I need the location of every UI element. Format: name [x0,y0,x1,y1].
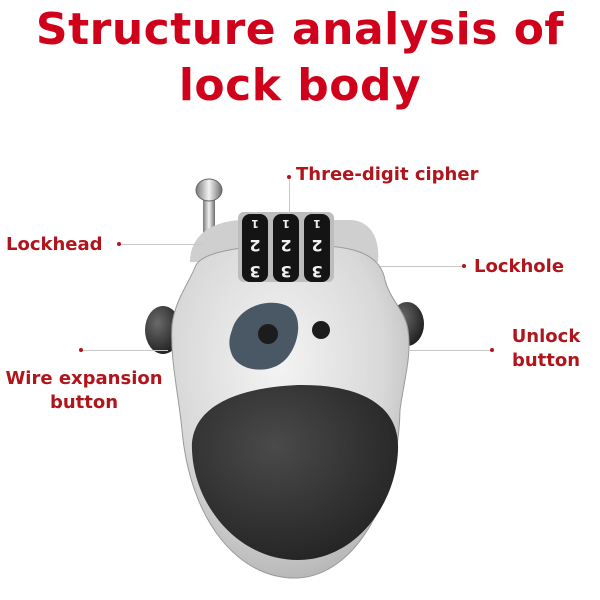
dial-3-digit-2: 2 [311,236,322,255]
lockhole-eye-left [258,324,278,344]
label-wire-expansion-line-1: Wire expansion [5,368,163,389]
label-unlock-button: Unlock button [496,325,596,373]
label-wire-expansion-button: Wire expansion button [0,367,168,415]
wire-opening [191,384,399,560]
leader-dot-lockhead [117,242,121,246]
leader-lockhole [380,266,464,267]
dial-3-digit-3: 3 [311,262,322,281]
leader-unlock [410,350,492,351]
leader-dot-lockhole [462,264,466,268]
label-three-digit-cipher: Three-digit cipher [296,164,479,185]
leader-cipher [289,178,290,214]
label-wire-expansion-line-2: button [49,392,119,413]
dial-2 [273,214,299,282]
dial-2-digit-2: 2 [280,236,291,255]
label-unlock-button-line-2: button [511,350,581,371]
dial-1-digit-2: 2 [249,236,260,255]
dial-3-digit-1: 1 [313,217,321,230]
leader-dot-wire-expansion [79,348,83,352]
lockhole-eye-right [312,321,330,339]
leader-lockhead [120,244,204,245]
dial-1-digit-1: 1 [251,217,259,230]
label-unlock-button-line-1: Unlock [511,326,581,347]
dial-1-digit-3: 3 [249,262,260,281]
dial-3 [304,214,330,282]
label-lockhole: Lockhole [474,256,565,277]
leader-dot-unlock [490,348,494,352]
dial-1 [242,214,268,282]
title-line-2: lock body [178,60,422,111]
leader-dot-cipher [287,175,291,179]
label-lockhead: Lockhead [6,234,103,255]
leader-wire-expansion [82,350,168,351]
diagram-title: Structure analysis of lock body [0,2,600,114]
dial-2-digit-3: 3 [280,262,291,281]
cipher-dials [242,214,330,282]
dial-2-digit-1: 1 [282,217,290,230]
title-line-1: Structure analysis of [35,4,565,55]
